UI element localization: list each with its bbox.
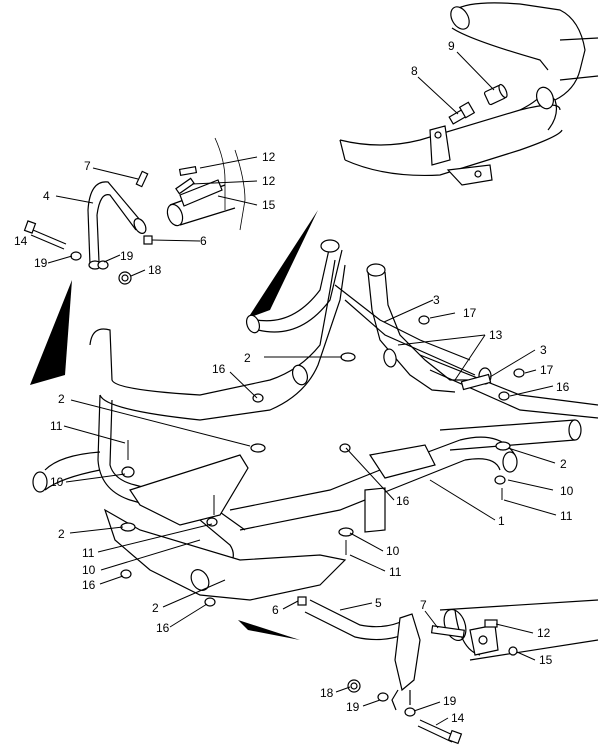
label-17-lower: 17 [540,363,554,377]
label-11-right: 11 [560,509,573,523]
label-12-upper-b: 12 [262,174,276,188]
label-16-left-lower: 16 [82,578,96,592]
label-11-left-top: 11 [50,419,63,433]
label-8: 8 [411,64,418,78]
inset-top-right [339,2,599,186]
label-19-upper-b: 19 [120,249,134,263]
inset-top-left [23,137,246,285]
label-16-center: 16 [396,494,410,508]
main-frame-part-1 [32,239,599,601]
label-13: 13 [489,328,503,342]
indicator-arrow-center [248,210,318,318]
label-3-lower: 3 [540,343,547,357]
label-14-lower: 14 [451,711,465,725]
label-2-right: 2 [560,457,567,471]
label-18-upper: 18 [148,263,162,277]
label-7-lower: 7 [420,598,427,612]
leader-lines [47,51,557,726]
label-3-upper: 3 [433,293,440,307]
label-15-lower: 15 [539,653,553,667]
label-16-bottom: 16 [156,621,170,635]
label-5: 5 [375,596,382,610]
label-19-lower-b: 19 [443,694,457,708]
label-2-bottom: 2 [152,601,159,615]
label-7-upper: 7 [84,159,91,173]
bushing-part-9 [483,83,508,106]
rod-part-4 [87,181,147,270]
label-12-lower: 12 [537,626,551,640]
label-2-top: 2 [244,351,251,365]
callout-labels: 9 8 7 12 12 4 15 6 14 19 19 18 3 17 13 3… [14,39,574,725]
label-15-upper: 15 [262,198,276,212]
label-10-left-top: 10 [50,475,64,489]
indicator-arrow-left [30,280,72,385]
label-2-lower-left: 2 [58,527,65,541]
label-10-center: 10 [386,544,400,558]
label-14-upper: 14 [14,234,28,248]
inset-bottom-right [297,596,599,745]
label-6-upper: 6 [200,234,207,248]
label-10-left-lower: 10 [82,563,96,577]
bolt-part-8 [448,101,476,125]
label-12-upper-a: 12 [262,150,276,164]
label-9: 9 [448,39,455,53]
label-4: 4 [43,189,50,203]
label-19-lower-a: 19 [346,700,360,714]
indicator-arrow-bottom [238,620,300,640]
rod-part-5 [304,599,421,711]
label-1: 1 [498,514,505,528]
label-19-upper-a: 19 [34,256,48,270]
label-18-lower: 18 [320,686,334,700]
label-16-left-top: 16 [212,362,226,376]
label-10-right: 10 [560,484,574,498]
bolt-part-14-lower [417,719,463,745]
label-17-upper: 17 [463,306,477,320]
label-6-lower: 6 [272,603,279,617]
label-2-left: 2 [58,392,65,406]
label-16-right-top: 16 [556,380,570,394]
bolt-part-14-upper [23,220,67,250]
label-11-left-lower: 11 [82,546,95,560]
label-11-center: 11 [389,565,402,579]
